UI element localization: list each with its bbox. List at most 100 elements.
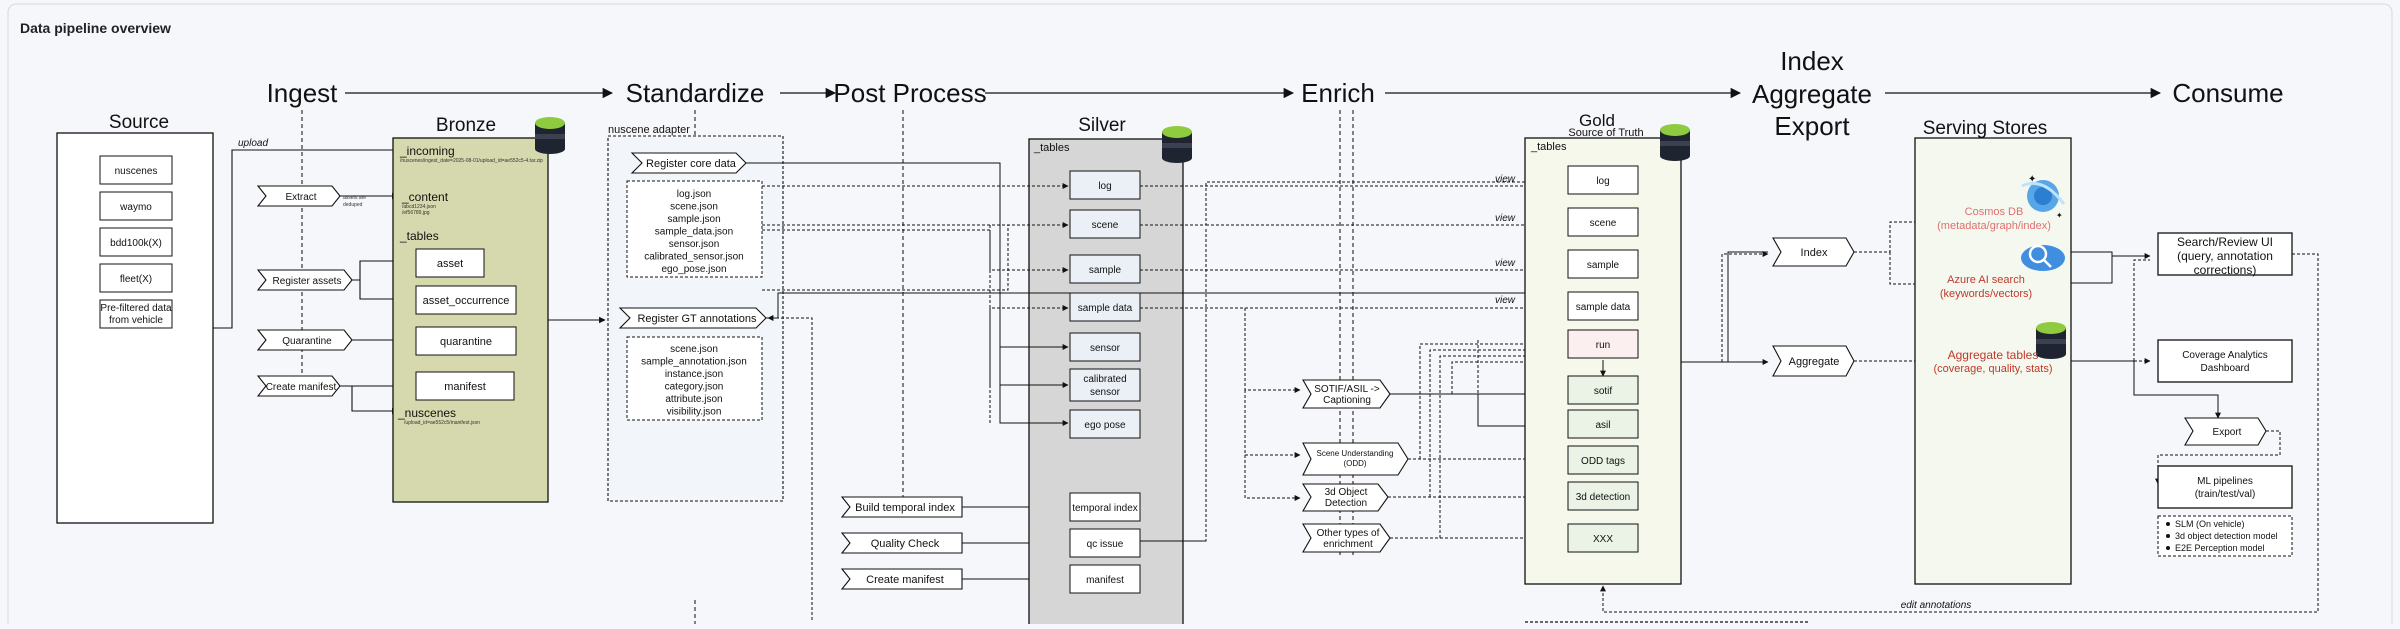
source-item-waymo-label: waymo (119, 202, 152, 213)
source-item-bdd100k-x[interactable]: bdd100k(X) (99, 227, 173, 257)
gold-items: log scene sample sample data run sotif asilODD… (1567, 165, 1639, 553)
gold-tables: _tables (1530, 141, 1567, 153)
gold-sample-label: sample (1587, 260, 1620, 271)
prefiltered-box[interactable] (99, 299, 173, 329)
gold-sample-data[interactable]: sample data (1567, 291, 1639, 321)
bronze-asset[interactable] (415, 248, 485, 278)
coverage-dashboard[interactable] (2157, 339, 2293, 383)
search-review-ui[interactable] (2157, 232, 2293, 276)
source-item-nuscenes[interactable]: nuscenes (99, 155, 173, 185)
gold-scene[interactable]: scene (1567, 207, 1639, 237)
gold-odd-tags-label: ODD tags (1581, 456, 1625, 467)
index-step[interactable] (1772, 237, 1855, 267)
aggregate-tables-label-1: Aggregate tables (1948, 348, 2039, 362)
svg-text:Detection: Detection (1325, 498, 1367, 509)
gold-xxx[interactable]: XXX (1567, 523, 1639, 553)
bronze-manifest[interactable] (415, 371, 515, 401)
export-step[interactable] (2184, 417, 2267, 446)
upload-arrow (213, 146, 404, 329)
register-core-step[interactable] (630, 152, 747, 174)
svg-text:qc issue: qc issue (1087, 539, 1124, 550)
bronze-incoming: _incoming (399, 144, 455, 158)
svg-text:✦: ✦ (2056, 211, 2063, 220)
quality-check-step[interactable] (840, 532, 963, 554)
post-create-manifest-step[interactable] (840, 568, 963, 590)
svg-text:3d Object: 3d Object (1325, 487, 1368, 498)
ingest-step-extract[interactable]: Extract (256, 185, 341, 207)
file-sample-json: sample.json (667, 214, 720, 225)
gold-sotif-label: sotif (1594, 386, 1613, 397)
file-instance-json: instance.json (665, 369, 723, 380)
silver-sample-data[interactable]: sample data (1069, 292, 1141, 322)
gold-sotif[interactable]: sotif (1567, 375, 1639, 405)
aggregate-step[interactable] (1772, 345, 1855, 377)
gold-log[interactable]: log (1567, 165, 1639, 195)
gold-asil[interactable]: asil (1567, 409, 1639, 439)
view-label-4: view (1495, 295, 1516, 306)
gold-log-label: log (1596, 176, 1609, 187)
bronze-db-icon (535, 117, 565, 154)
ingest-step-create-manifest[interactable]: Create manifest (256, 375, 341, 397)
svg-text:✦: ✦ (2028, 174, 2036, 185)
other-enrichment-step[interactable] (1302, 523, 1391, 553)
build-temporal-step[interactable] (840, 496, 963, 518)
silver-log[interactable]: log (1069, 170, 1141, 200)
svg-text:Register GT annotations: Register GT annotations (637, 313, 757, 325)
gold-odd-tags[interactable]: ODD tags (1567, 445, 1639, 475)
silver-sample-label: sample (1089, 265, 1122, 276)
bronze-label: Bronze (436, 115, 496, 136)
source-item-fleet-x[interactable]: fleet(X) (99, 263, 173, 293)
register-gt-step[interactable] (618, 307, 767, 329)
silver-scene[interactable]: scene (1069, 209, 1141, 239)
file-scene-json: scene.json (670, 202, 718, 213)
ml-pipelines[interactable] (2157, 465, 2293, 509)
serving-label: Serving Stores (1923, 118, 2048, 139)
silver-temporal-index[interactable] (1069, 492, 1141, 522)
ingest-step-quarantine[interactable]: Quarantine (256, 329, 353, 351)
gt-files-list (626, 336, 763, 421)
gold-to-index-dashed (1721, 251, 1769, 362)
scene-understanding-step[interactable] (1302, 442, 1409, 476)
gt-return-arrow (767, 315, 813, 620)
file-visibility-json: visibility.json (667, 407, 722, 418)
svg-text:Quarantine: Quarantine (282, 336, 332, 347)
source-item-waymo[interactable]: waymo (99, 191, 173, 221)
bronze-asset-occurrence[interactable] (415, 285, 517, 315)
svg-text:Search/Review UI: Search/Review UI (2177, 235, 2273, 249)
silver-sensor-label: sensor (1090, 343, 1121, 354)
gold-sample[interactable]: sample (1567, 249, 1639, 279)
object-detection-step[interactable] (1302, 483, 1389, 512)
gt-files: scene.jsonsample_annotation.jsoninstance… (641, 344, 747, 418)
aggregate-db-icon (2036, 322, 2066, 359)
bullet-icon (2166, 546, 2170, 550)
view-label-3: view (1495, 258, 1516, 269)
svg-text:manifest: manifest (1086, 575, 1124, 586)
bronze-quarantine[interactable] (415, 326, 517, 356)
silver-sensor[interactable]: sensor (1069, 332, 1141, 362)
gold-3d-detection[interactable]: 3d detection (1567, 481, 1639, 511)
silver-calibrated-sensor[interactable] (1069, 368, 1141, 402)
sotif-captioning-step[interactable] (1302, 379, 1391, 409)
stage-enrich: Enrich (1301, 78, 1375, 108)
upload-label: upload (238, 138, 268, 149)
bronze-incoming-note: /nuscenes/ingest_date=2025-08-01/upload_… (400, 158, 543, 164)
silver-qc-issue[interactable] (1069, 528, 1141, 558)
stage-standardize: Standardize (626, 78, 765, 108)
adapter-label: nuscene adapter (608, 124, 690, 136)
adapter-to-silver-dashed (762, 183, 1069, 423)
source-item-bdd100k-x-label: bdd100k(X) (110, 238, 162, 249)
ingest-step-register-assets[interactable]: Register assets (256, 269, 353, 291)
silver-ego-pose[interactable] (1069, 409, 1141, 439)
bullet-icon (2166, 534, 2170, 538)
svg-text:(query, annotation: (query, annotation (2177, 249, 2273, 263)
svg-text:Extract: Extract (285, 192, 316, 203)
silver-manifest[interactable] (1069, 564, 1141, 594)
svg-text:Create manifest: Create manifest (266, 382, 337, 393)
models-list (2157, 515, 2293, 557)
model-slm-on-vehicle: SLM (On vehicle) (2175, 519, 2245, 529)
gold-asil-label: asil (1595, 420, 1610, 431)
silver-sample[interactable]: sample (1069, 254, 1141, 284)
gold-run[interactable]: run (1567, 329, 1639, 359)
